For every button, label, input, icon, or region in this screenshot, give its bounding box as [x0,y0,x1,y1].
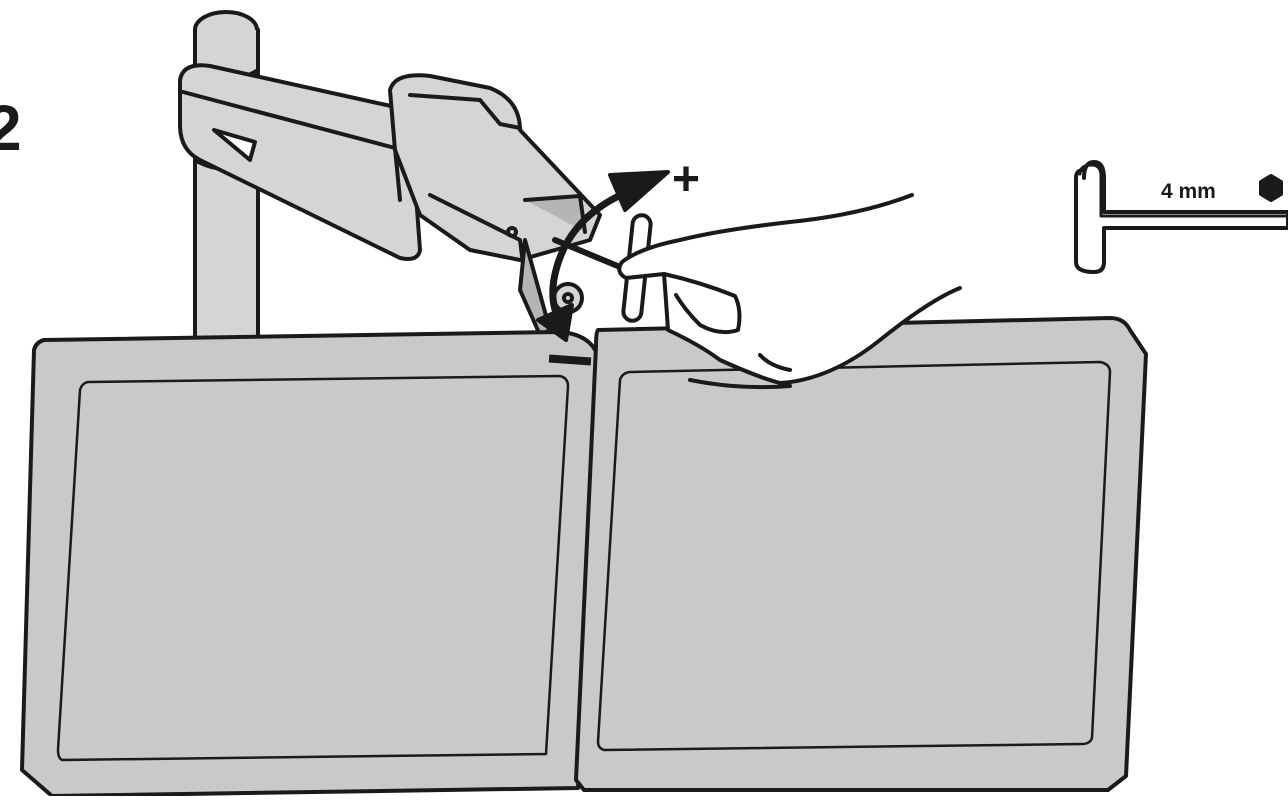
monitor-right [576,318,1146,790]
tool-size-label: 4 mm [1161,181,1216,202]
hex-key-icon [1076,162,1288,272]
step-number: 2 [0,96,22,160]
monitor-left [22,332,598,796]
increase-symbol: + [672,156,700,204]
hexagon-icon [1261,176,1281,200]
